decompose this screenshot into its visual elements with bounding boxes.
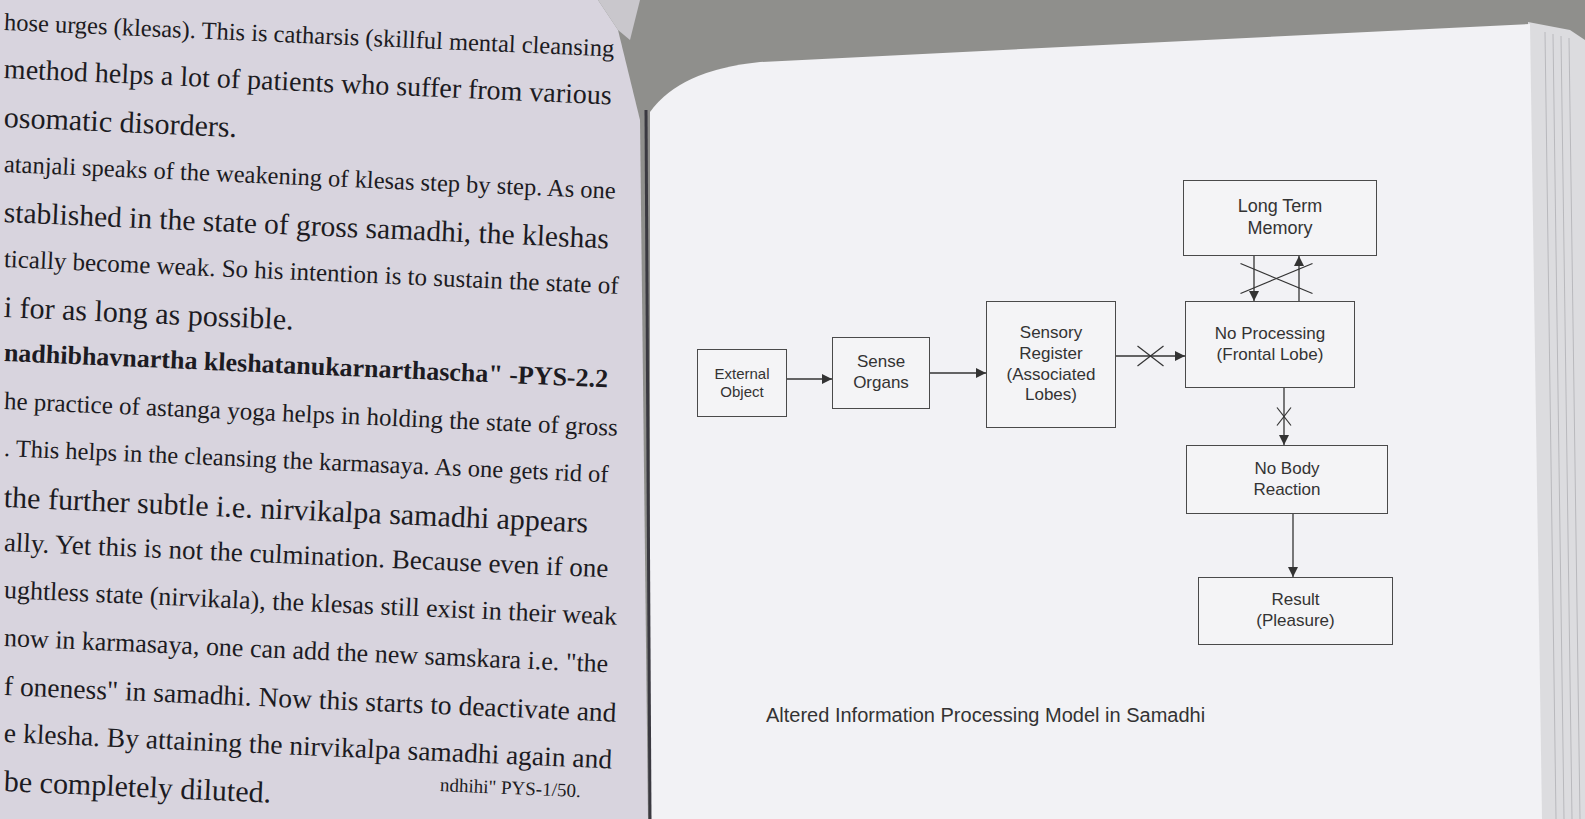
process-box: Sense Organs bbox=[832, 337, 930, 409]
page-text-line: osomatic disorders. bbox=[3, 100, 238, 143]
page-text-line: stablished in the state of gross samadhi… bbox=[3, 196, 609, 255]
cross-stroke bbox=[1241, 264, 1313, 294]
right-page bbox=[650, 24, 1542, 819]
arrow-connector bbox=[1298, 256, 1299, 301]
box-label: No Body Reaction bbox=[1232, 459, 1342, 500]
box-label: Sense Organs bbox=[846, 352, 916, 393]
page-text-line: he practice of astanga yoga helps in hol… bbox=[3, 387, 618, 441]
page-text-line: method helps a lot of patients who suffe… bbox=[3, 54, 612, 111]
page-text-line: ally. Yet this is not the culmination. B… bbox=[3, 528, 609, 584]
page-text-line: e klesha. By attaining the nirvikalpa sa… bbox=[3, 718, 612, 775]
page-text-line: be completely diluted. bbox=[3, 764, 272, 809]
process-box: Sensory Register (Associated Lobes) bbox=[986, 301, 1116, 428]
arrow-connector bbox=[930, 372, 986, 373]
page-edges bbox=[1545, 32, 1580, 819]
cross-stroke bbox=[1138, 346, 1164, 366]
arrow-connector bbox=[787, 378, 832, 379]
cross-mark bbox=[1241, 264, 1313, 294]
page-text-line: the further subtle i.e. nirvikalpa samad… bbox=[3, 480, 589, 538]
page-text-line: i for as long as possible. bbox=[3, 290, 294, 336]
cross-stroke bbox=[1138, 346, 1164, 366]
caption: Altered Information Processing Model in … bbox=[766, 704, 1205, 727]
cross-mark bbox=[1277, 408, 1291, 426]
arrow-connector bbox=[1253, 256, 1254, 301]
page-text-line: now in karmasaya, one can add the new sa… bbox=[3, 624, 608, 679]
cross-stroke bbox=[1241, 264, 1313, 294]
gutter bbox=[646, 110, 650, 819]
cross-stroke bbox=[1277, 408, 1291, 426]
page-text-line: f oneness" in samadhi. Now this starts t… bbox=[3, 671, 617, 728]
box-label: No Processing (Frontal Lobe) bbox=[1195, 324, 1345, 365]
cross-stroke bbox=[1277, 408, 1291, 426]
page-text-line: . This helps in the cleansing the karmas… bbox=[3, 435, 609, 488]
page-text-line: ughtless state (nirvikala), the klesas s… bbox=[3, 576, 617, 631]
cross-mark bbox=[1138, 346, 1164, 366]
page-text-line: tically become weak. So his intention is… bbox=[3, 245, 619, 299]
box-label: Long Term Memory bbox=[1225, 196, 1335, 240]
process-box: Long Term Memory bbox=[1183, 180, 1377, 256]
arrow-connector bbox=[1292, 514, 1293, 577]
process-box: No Processing (Frontal Lobe) bbox=[1185, 301, 1355, 388]
page-text-line: hose urges (klesas). This is catharsis (… bbox=[3, 9, 614, 63]
page-text-line: ndhihi" PYS-1/50. bbox=[440, 775, 582, 802]
page-text-line: atanjali speaks of the weakening of kles… bbox=[3, 151, 616, 205]
box-label: External Object bbox=[706, 365, 778, 402]
process-box: No Body Reaction bbox=[1186, 445, 1388, 514]
box-label: Sensory Register (Associated Lobes) bbox=[995, 323, 1107, 406]
box-label: Result (Pleasure) bbox=[1246, 590, 1346, 631]
page-curl bbox=[598, 0, 640, 40]
left-page bbox=[0, 0, 648, 819]
process-box: External Object bbox=[697, 349, 787, 417]
process-box: Result (Pleasure) bbox=[1198, 577, 1393, 645]
page-text-line: nadhibhavnartha kleshatanukarnarthascha"… bbox=[3, 339, 608, 394]
